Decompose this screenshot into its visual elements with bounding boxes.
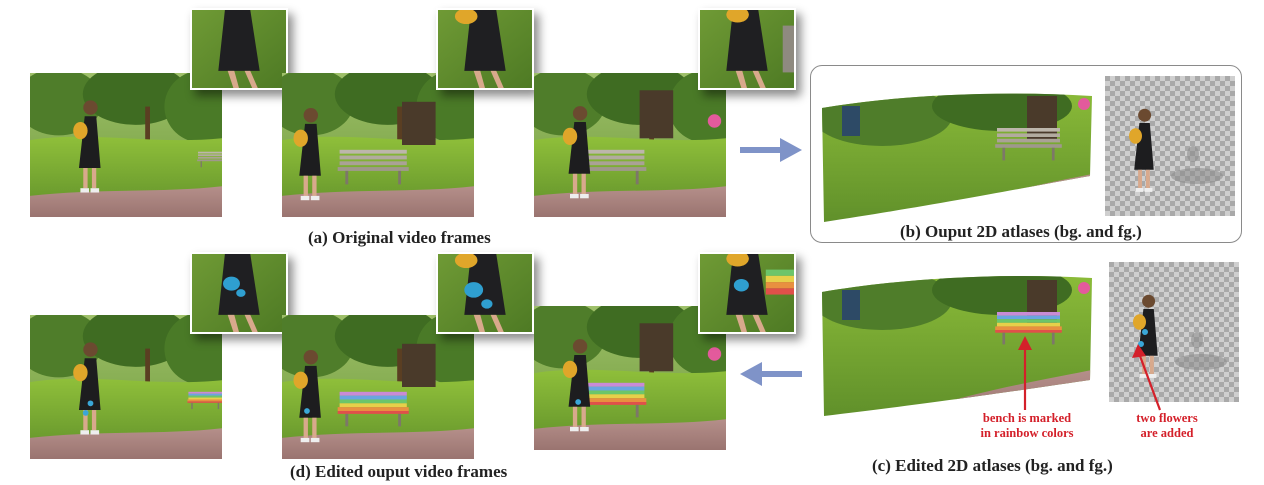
annotation-arrow-bench-icon (1018, 336, 1032, 410)
arrow-left-icon (740, 362, 802, 386)
foreground-atlas (1105, 76, 1235, 216)
original-frame-1 (30, 73, 222, 217)
arrow-right-icon (740, 138, 802, 162)
edited-frame-2 (282, 315, 474, 459)
edited-background-atlas (822, 262, 1092, 420)
original-inset-2 (436, 8, 534, 90)
original-inset-3 (698, 8, 796, 90)
caption-b: (b) Ouput 2D atlases (bg. and fg.) (900, 222, 1142, 241)
caption-c: (c) Edited 2D atlases (bg. and fg.) (872, 456, 1113, 475)
caption-a: (a) Original video frames (308, 228, 491, 247)
original-inset-1 (190, 8, 288, 90)
annotation-bench: bench is marked in rainbow colors (980, 411, 1074, 440)
atlas-panel-box (810, 65, 1242, 243)
edited-inset-2 (436, 252, 534, 334)
background-atlas (822, 76, 1092, 226)
edited-inset-1 (190, 252, 288, 334)
annotation-flowers: two flowers are added (1136, 411, 1198, 440)
edited-frame-3 (534, 306, 726, 450)
annotation-arrow-flowers-icon (1132, 344, 1162, 411)
original-frame-3 (534, 73, 726, 217)
edited-foreground-atlas (1109, 262, 1239, 402)
edited-inset-3 (698, 252, 796, 334)
caption-d: (d) Edited ouput video frames (290, 462, 508, 481)
original-frame-2 (282, 73, 474, 217)
edited-frame-1 (30, 315, 222, 459)
